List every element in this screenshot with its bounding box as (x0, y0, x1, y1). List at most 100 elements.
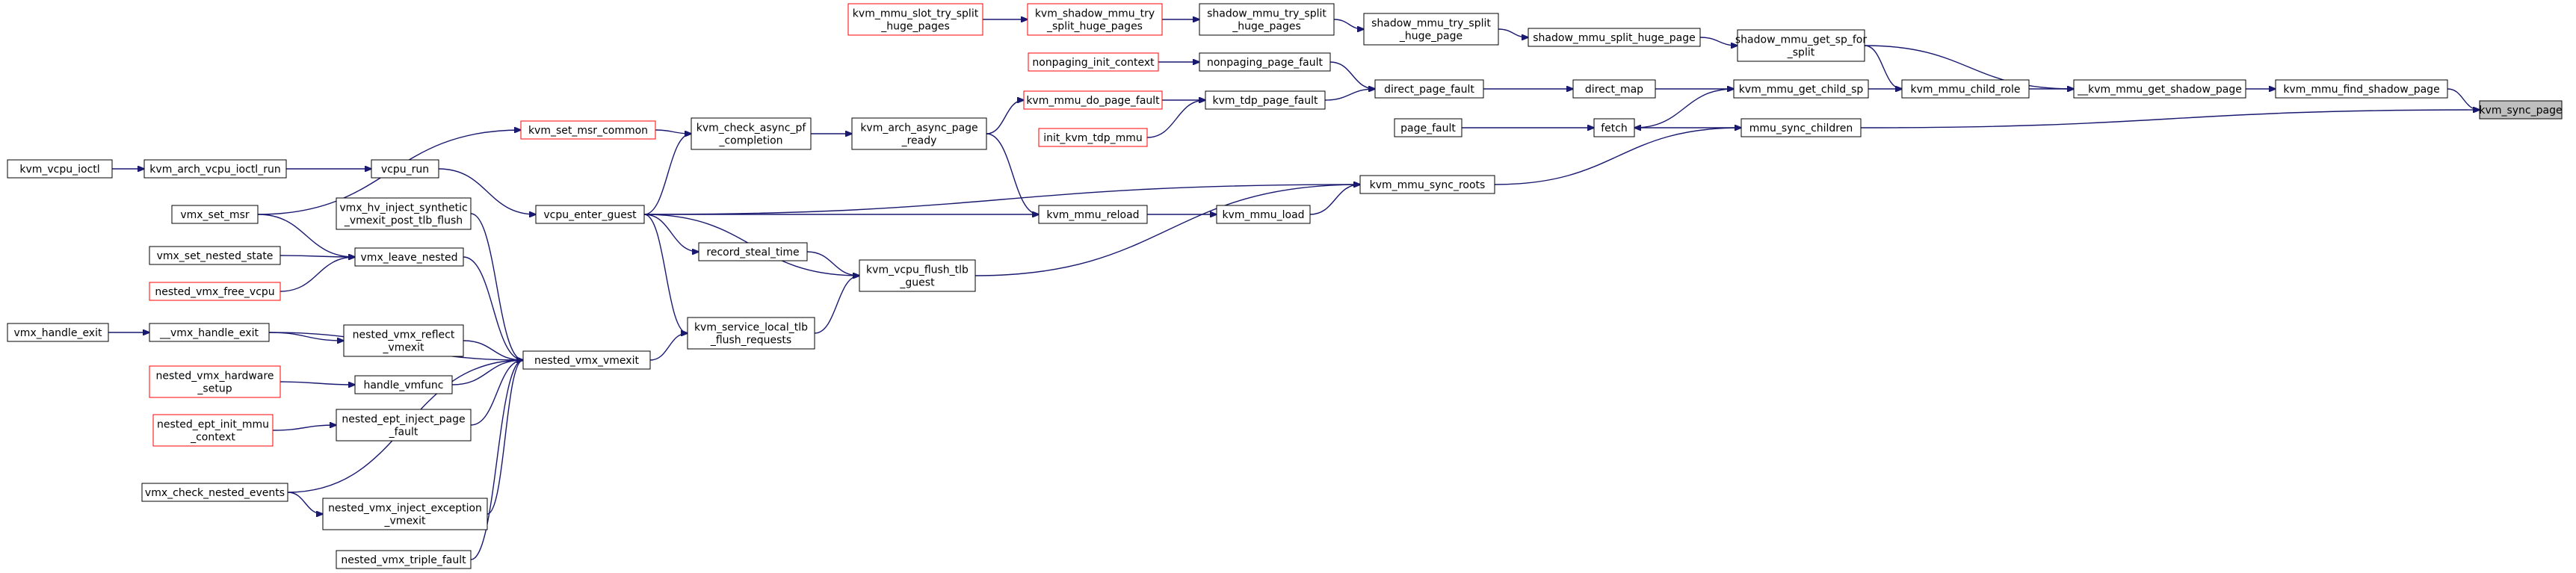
node-nested_vmx_inject_exception_vmexit[interactable]: nested_vmx_inject_exception_vmexit (322, 498, 488, 530)
node-box[interactable] (143, 159, 287, 179)
node-box[interactable] (522, 350, 651, 370)
node-box[interactable] (1737, 29, 1865, 62)
node-kvm_shadow_mmu_try_split_huge_pages[interactable]: kvm_shadow_mmu_try_split_huge_pages (1027, 3, 1163, 36)
node-box[interactable] (1394, 118, 1462, 137)
node-nested_vmx_hardware_setup[interactable]: nested_vmx_hardware_setup (149, 365, 281, 398)
node-box[interactable] (847, 3, 983, 36)
node-box[interactable] (1363, 13, 1499, 46)
node-kvm_arch_async_page_ready[interactable]: kvm_arch_async_page_ready (851, 117, 987, 150)
node-page_fault[interactable]: page_fault (1394, 118, 1462, 137)
node-nested_vmx_reflect_vmexit[interactable]: nested_vmx_reflect_vmexit (343, 324, 464, 357)
node-box[interactable] (1199, 3, 1335, 36)
node-box[interactable] (859, 259, 976, 292)
node-box[interactable] (152, 414, 274, 447)
node-box[interactable] (343, 324, 464, 357)
node-box[interactable] (1901, 79, 2030, 99)
node-kvm_sync_page[interactable]: kvm_sync_page (2479, 100, 2563, 120)
node-kvm_tdp_page_fault[interactable]: kvm_tdp_page_fault (1205, 90, 1326, 110)
node-vmx_set_nested_state[interactable]: vmx_set_nested_state (149, 246, 281, 265)
node-direct_map[interactable]: direct_map (1572, 79, 1656, 99)
node-shadow_mmu_try_split_huge_pages[interactable]: shadow_mmu_try_split_huge_pages (1199, 3, 1335, 36)
node-kvm_mmu_sync_roots[interactable]: kvm_mmu_sync_roots (1359, 175, 1495, 194)
node-vmx_handle_exit[interactable]: vmx_handle_exit (7, 323, 109, 342)
node-nonpaging_init_context[interactable]: nonpaging_init_context (1028, 52, 1159, 72)
node-init_kvm_tdp_mmu[interactable]: init_kvm_tdp_mmu (1038, 128, 1148, 147)
node-box[interactable] (520, 120, 656, 140)
node-box[interactable] (1741, 118, 1862, 137)
node-kvm_arch_vcpu_ioctl_run[interactable]: kvm_arch_vcpu_ioctl_run (143, 159, 287, 179)
node-kvm_mmu_load[interactable]: kvm_mmu_load (1216, 205, 1311, 224)
node-box[interactable] (1199, 52, 1331, 72)
node-box[interactable] (149, 323, 270, 342)
node-kvm_mmu_do_page_fault[interactable]: kvm_mmu_do_page_fault (1023, 90, 1163, 110)
node-vmx_hv_inject_synthetic_vmexit_post_tlb_flush[interactable]: vmx_hv_inject_synthetic_vmexit_post_tlb_… (336, 197, 472, 230)
node-kvm_check_async_pf_completion[interactable]: kvm_check_async_pf_completion (691, 117, 812, 150)
node-fetch[interactable]: fetch (1593, 118, 1635, 137)
node-kvm_set_msr_common[interactable]: kvm_set_msr_common (520, 120, 656, 140)
node-box[interactable] (354, 247, 464, 267)
node-handle_vmfunc[interactable]: handle_vmfunc (354, 375, 453, 394)
node-kvm_mmu_slot_try_split_huge_pages[interactable]: kvm_mmu_slot_try_split_huge_pages (847, 3, 983, 36)
node-nonpaging_page_fault[interactable]: nonpaging_page_fault (1199, 52, 1331, 72)
node-box[interactable] (336, 550, 472, 569)
node-vmx_set_msr[interactable]: vmx_set_msr (171, 205, 259, 224)
node-nested_vmx_triple_fault[interactable]: nested_vmx_triple_fault (336, 550, 472, 569)
node-box[interactable] (7, 159, 113, 179)
node-box[interactable] (2275, 79, 2448, 99)
node-box[interactable] (1023, 90, 1163, 110)
node-vmx_check_nested_events[interactable]: vmx_check_nested_events (141, 483, 288, 502)
node-box[interactable] (1038, 128, 1148, 147)
node-box[interactable] (535, 205, 645, 224)
node-box[interactable] (1528, 28, 1701, 47)
node-box[interactable] (851, 117, 987, 150)
node-nested_ept_inject_page_fault[interactable]: nested_ept_inject_page_fault (336, 409, 472, 442)
node-vcpu_run[interactable]: vcpu_run (371, 159, 439, 179)
node-box[interactable] (687, 317, 815, 350)
node-box[interactable] (698, 242, 808, 261)
node-shadow_mmu_try_split_huge_page[interactable]: shadow_mmu_try_split_huge_page (1363, 13, 1499, 46)
node-mmu_sync_children[interactable]: mmu_sync_children (1741, 118, 1862, 137)
node-box[interactable] (1028, 52, 1159, 72)
node-__vmx_handle_exit[interactable]: __vmx_handle_exit (149, 323, 270, 342)
node-shadow_mmu_get_sp_for_split[interactable]: shadow_mmu_get_sp_for_split (1735, 29, 1867, 62)
node-nested_vmx_free_vcpu[interactable]: nested_vmx_free_vcpu (149, 282, 281, 301)
node-box[interactable] (691, 117, 812, 150)
node-box[interactable] (141, 483, 288, 502)
node-box[interactable] (149, 246, 281, 265)
node-box[interactable] (2479, 100, 2563, 120)
node-box[interactable] (1216, 205, 1311, 224)
node-box[interactable] (336, 409, 472, 442)
node-box[interactable] (1733, 79, 1869, 99)
node-box[interactable] (1374, 79, 1484, 99)
node-__kvm_mmu_get_shadow_page[interactable]: __kvm_mmu_get_shadow_page (2073, 79, 2246, 99)
node-kvm_mmu_child_role[interactable]: kvm_mmu_child_role (1901, 79, 2030, 99)
node-kvm_service_local_tlb_flush_requests[interactable]: kvm_service_local_tlb_flush_requests (687, 317, 815, 350)
node-box[interactable] (7, 323, 109, 342)
node-box[interactable] (336, 197, 472, 230)
node-kvm_mmu_get_child_sp[interactable]: kvm_mmu_get_child_sp (1733, 79, 1869, 99)
node-record_steal_time[interactable]: record_steal_time (698, 242, 808, 261)
node-kvm_vcpu_ioctl[interactable]: kvm_vcpu_ioctl (7, 159, 113, 179)
node-box[interactable] (1359, 175, 1495, 194)
node-box[interactable] (1205, 90, 1326, 110)
node-vcpu_enter_guest[interactable]: vcpu_enter_guest (535, 205, 645, 224)
node-kvm_mmu_find_shadow_page[interactable]: kvm_mmu_find_shadow_page (2275, 79, 2448, 99)
node-nested_vmx_vmexit[interactable]: nested_vmx_vmexit (522, 350, 651, 370)
node-box[interactable] (1572, 79, 1656, 99)
node-box[interactable] (149, 282, 281, 301)
node-kvm_mmu_reload[interactable]: kvm_mmu_reload (1038, 205, 1148, 224)
node-kvm_vcpu_flush_tlb_guest[interactable]: kvm_vcpu_flush_tlb_guest (859, 259, 976, 292)
node-box[interactable] (354, 375, 453, 394)
node-box[interactable] (1593, 118, 1635, 137)
node-box[interactable] (371, 159, 439, 179)
node-vmx_leave_nested[interactable]: vmx_leave_nested (354, 247, 464, 267)
node-box[interactable] (149, 365, 281, 398)
node-box[interactable] (322, 498, 488, 530)
node-box[interactable] (171, 205, 259, 224)
node-box[interactable] (2073, 79, 2246, 99)
node-nested_ept_init_mmu_context[interactable]: nested_ept_init_mmu_context (152, 414, 274, 447)
node-box[interactable] (1038, 205, 1148, 224)
node-shadow_mmu_split_huge_page[interactable]: shadow_mmu_split_huge_page (1528, 28, 1701, 47)
node-direct_page_fault[interactable]: direct_page_fault (1374, 79, 1484, 99)
node-box[interactable] (1027, 3, 1163, 36)
